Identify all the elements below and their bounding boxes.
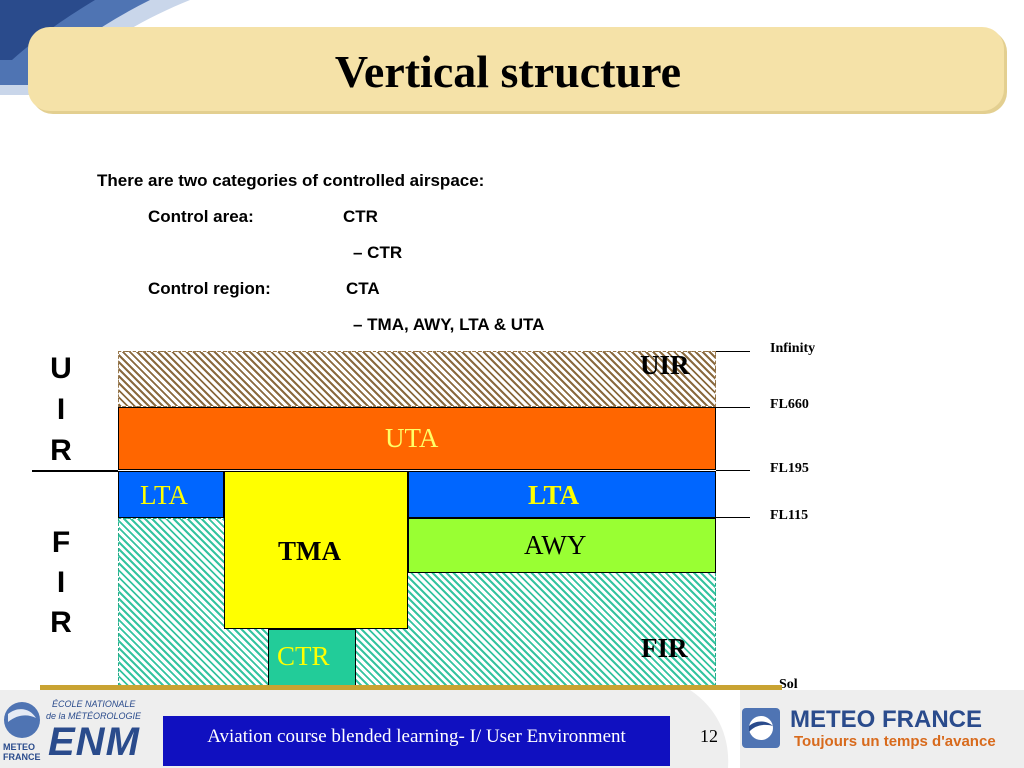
- page-number: 12: [700, 726, 718, 746]
- level-line-fl195: [716, 470, 750, 471]
- control-area-value: CTR: [343, 207, 378, 226]
- uir-letter-u: U: [50, 352, 72, 385]
- control-region-detail: – TMA, AWY, LTA & UTA: [353, 315, 545, 334]
- footer-caption: Aviation course blended learning- I/ Use…: [207, 726, 626, 747]
- control-region-value: CTA: [346, 279, 380, 298]
- enm-line1: ÉCOLE NATIONALE: [52, 699, 136, 709]
- enm-france-text: FRANCE: [3, 752, 41, 762]
- meteo-france-tagline: Toujours un temps d'avance: [794, 733, 996, 750]
- level-label-fl195: FL195: [770, 461, 809, 476]
- lta-right-label: LTA: [528, 480, 580, 510]
- enm-globe-icon: [4, 702, 40, 738]
- uir-label: UIR: [640, 350, 690, 380]
- meteo-france-brand: METEO FRANCE: [790, 706, 982, 733]
- uta-label: UTA: [385, 423, 439, 453]
- uir-letter-i: I: [56, 393, 66, 426]
- control-area-detail: – CTR: [353, 243, 403, 262]
- intro-heading: There are two categories of controlled a…: [97, 171, 485, 190]
- level-label-infinity: Infinity: [770, 341, 816, 356]
- level-line-infinity: [716, 351, 750, 352]
- ctr-label: CTR: [277, 641, 330, 671]
- footer-swoosh-decoration: [690, 690, 740, 768]
- title-banner: [28, 27, 1004, 111]
- footer-caption-box: [163, 716, 670, 766]
- level-label-fl115: FL115: [770, 508, 809, 523]
- fir-letter-r: R: [50, 606, 72, 639]
- control-region-label: Control region:: [148, 279, 271, 298]
- awy-label: AWY: [524, 530, 587, 560]
- enm-meteo-text: METEO: [3, 742, 36, 752]
- lta-left-label: LTA: [140, 480, 188, 510]
- tma-label: TMA: [278, 536, 341, 566]
- fir-label: FIR: [641, 633, 688, 663]
- fir-letter-i: I: [56, 566, 66, 599]
- slide-title: Vertical structure: [334, 46, 682, 97]
- control-area-label: Control area:: [148, 207, 254, 226]
- tma-zone: [224, 471, 408, 629]
- uir-fir-divider: [32, 470, 118, 472]
- enm-line2: de la MÉTÉOROLOGIE: [46, 711, 142, 721]
- uir-letter-r: R: [50, 434, 72, 467]
- meteo-france-globe-icon: [742, 708, 780, 748]
- lta-left-zone: [118, 471, 224, 518]
- level-label-fl660: FL660: [770, 397, 809, 412]
- uir-zone: [118, 351, 716, 407]
- level-line-fl115: [716, 517, 750, 518]
- awy-zone: [408, 518, 716, 573]
- lta-right-zone: [408, 471, 716, 518]
- level-label-sol: Sol: [779, 677, 798, 692]
- uta-zone: [118, 407, 716, 470]
- fir-letter-f: F: [51, 526, 71, 559]
- level-line-fl660: [716, 407, 750, 408]
- enm-wordmark: ENM: [48, 720, 140, 764]
